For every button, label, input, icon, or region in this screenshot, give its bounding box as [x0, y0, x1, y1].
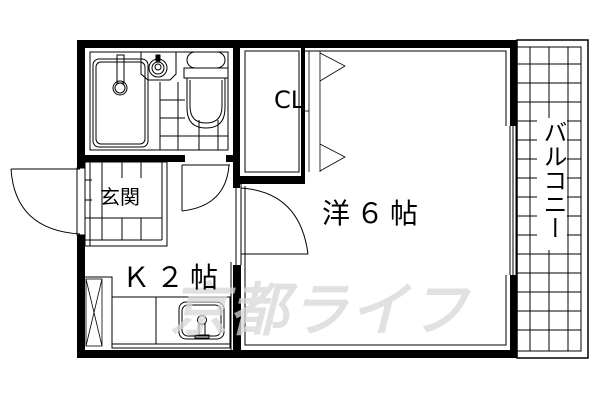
- bath-floor-tiles: [159, 82, 228, 150]
- kitchen-sink: [178, 301, 225, 340]
- closet-doors: [305, 51, 346, 172]
- interior-walls: [85, 40, 305, 358]
- bath-door: [181, 164, 230, 212]
- entrance-door: [10, 167, 86, 236]
- room-label-balcony: バルコニー: [537, 118, 567, 250]
- balcony-window: [509, 126, 517, 275]
- washbasin: [140, 52, 177, 81]
- room-label-western: 洋６帖: [322, 197, 425, 230]
- room-label-kitchen: Ｋ２帖: [122, 261, 225, 294]
- room-label-entrance: 玄関: [100, 185, 140, 209]
- balcony-label-text: バルコニー: [539, 120, 567, 240]
- closet-label-text: CL: [274, 86, 305, 114]
- toilet: [183, 51, 229, 129]
- bathtub: [92, 54, 149, 148]
- refrigerator-space: [85, 278, 103, 347]
- kitchen-counter: [85, 276, 231, 349]
- room-door: [240, 187, 309, 255]
- room-label-closet: CL: [271, 85, 305, 115]
- entrance-area: [84, 161, 168, 247]
- outer-walls: [77, 40, 517, 358]
